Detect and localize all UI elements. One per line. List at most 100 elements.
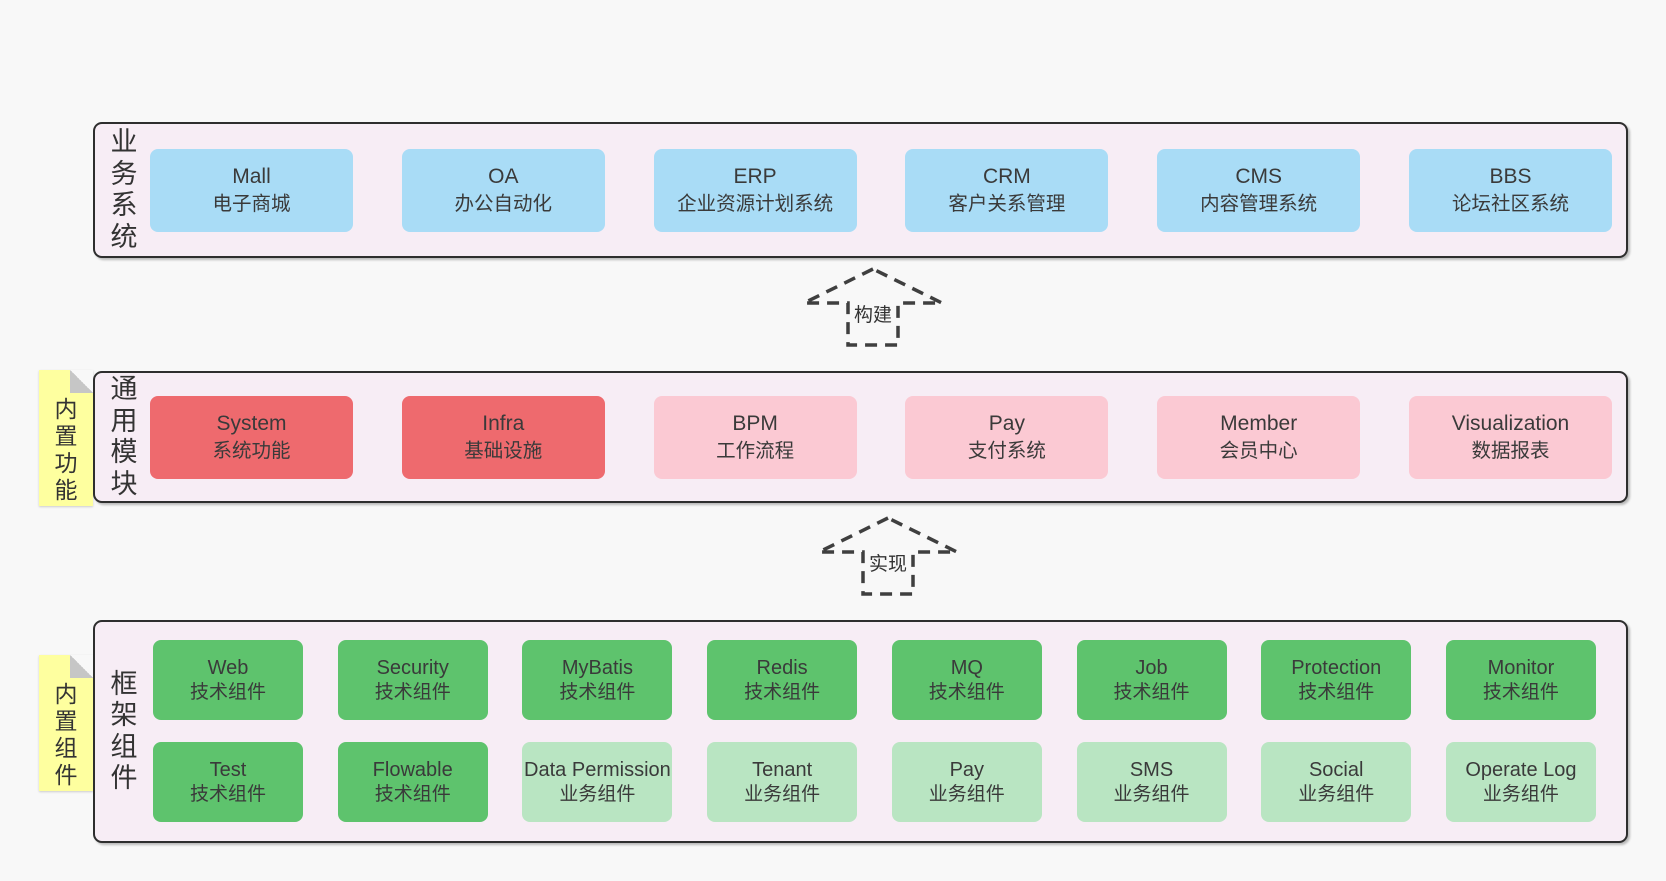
up-arrow-icon — [818, 516, 958, 596]
module-box-subtitle: 会员中心 — [1219, 440, 1298, 462]
module-box-subtitle: 技术组件 — [559, 681, 636, 703]
band-content: Mall 电子商城 OA 办公自动化 ERP 企业资源计划系统 CRM 客户关系管理 CMS 内容… — [150, 124, 1612, 256]
arrow-build: 构建 — [798, 266, 948, 348]
module-box-subtitle: 技术组件 — [928, 681, 1005, 703]
module-box-title: Monitor — [1487, 656, 1555, 679]
module-box-subtitle: 技术组件 — [374, 783, 451, 805]
module-box-oa: OA 办公自动化 — [401, 148, 605, 232]
module-box-title: MyBatis — [561, 656, 633, 679]
module-box-title: Protection — [1291, 656, 1382, 679]
module-box-crm: CRM 客户关系管理 — [905, 148, 1109, 232]
module-box-title: Mall — [232, 164, 271, 188]
band-content: System 系统功能 Infra 基础设施 BPM 工作流程 Pay 支付系统 Member 会… — [150, 373, 1612, 501]
module-box-subtitle: 技术组件 — [374, 681, 451, 703]
module-box-subtitle: 技术组件 — [744, 681, 821, 703]
module-box-erp: ERP 企业资源计划系统 — [653, 148, 857, 232]
arrow-implement-label: 实现 — [865, 548, 911, 577]
module-box-title: Tenant — [752, 758, 813, 781]
module-box-subtitle: 业务组件 — [1113, 783, 1190, 805]
module-box-mall: Mall 电子商城 — [150, 148, 353, 232]
module-box-subtitle: 企业资源计划系统 — [677, 193, 834, 215]
module-box-title: Job — [1135, 656, 1168, 679]
module-box-subtitle: 数据报表 — [1471, 440, 1550, 462]
module-box-subtitle: 客户关系管理 — [948, 193, 1066, 215]
module-box-title: Visualization — [1451, 411, 1570, 435]
module-box-subtitle: 业务组件 — [744, 783, 821, 805]
module-box-title: Test — [209, 758, 247, 781]
module-box-title: System — [216, 411, 287, 435]
module-box-title: Infra — [482, 411, 525, 435]
module-box-title: Pay — [988, 411, 1025, 435]
module-box-subtitle: 技术组件 — [189, 681, 266, 703]
arrow-implement: 实现 — [813, 515, 963, 597]
sticky-note-builtin-features: 内置功能 — [39, 370, 93, 506]
module-box-subtitle: 基础设施 — [464, 440, 543, 462]
module-box-subtitle: 支付系统 — [967, 440, 1046, 462]
module-box-subtitle: 技术组件 — [1113, 681, 1190, 703]
module-box-title: CRM — [982, 164, 1031, 188]
module-box-subtitle: 业务组件 — [559, 783, 636, 805]
module-box-title: SMS — [1129, 758, 1174, 781]
arrow-build-label: 构建 — [850, 299, 896, 328]
folded-corner-icon — [70, 655, 93, 678]
module-box-title: Redis — [756, 656, 808, 679]
module-box-title: CMS — [1235, 164, 1283, 188]
module-box-title: MQ — [950, 656, 983, 679]
module-box-subtitle: 电子商城 — [212, 193, 291, 215]
module-box-subtitle: 业务组件 — [928, 783, 1005, 805]
module-box-title: Security — [376, 656, 449, 679]
module-box-visualization: Visualization 数据报表 — [1408, 395, 1612, 479]
up-arrow-icon — [803, 267, 943, 347]
module-box-title: BBS — [1489, 164, 1532, 188]
module-box-bbs: BBS 论坛社区系统 — [1408, 148, 1612, 232]
module-box-subtitle: 技术组件 — [1298, 681, 1375, 703]
module-box-title: Flowable — [372, 758, 453, 781]
module-box-pay: Pay 支付系统 — [905, 395, 1109, 479]
band-label-business-systems: 业务系统 — [110, 126, 138, 252]
band-business-systems: 业务系统 Mall 电子商城 OA 办公自动化 ERP 企业资源计划系统 CRM 客户关系管理… — [93, 122, 1628, 258]
module-box-subtitle: 办公自动化 — [454, 193, 553, 215]
module-box-title: Operate Log — [1465, 758, 1577, 781]
module-box-subtitle: 系统功能 — [212, 440, 291, 462]
module-box-subtitle: 论坛社区系统 — [1451, 193, 1569, 215]
module-box-subtitle: 内容管理系统 — [1200, 193, 1318, 215]
module-box-title: Social — [1308, 758, 1364, 781]
band-common-modules: 通用模块 System 系统功能 Infra 基础设施 BPM 工作流程 Pay 支付系统 Me… — [93, 371, 1628, 503]
sticky-note-builtin-components: 内置组件 — [39, 655, 93, 791]
module-box-bpm: BPM 工作流程 — [653, 395, 857, 479]
module-box-subtitle: 工作流程 — [716, 440, 795, 462]
module-box-title: Member — [1220, 411, 1298, 435]
module-box-title: BPM — [732, 411, 778, 435]
module-box-title: ERP — [733, 164, 777, 188]
module-box-title: Data Permission — [524, 758, 671, 781]
sticky-note-label: 内置组件 — [54, 681, 78, 788]
module-box-subtitle: 业务组件 — [1482, 783, 1559, 805]
band-label-common-modules: 通用模块 — [110, 373, 138, 499]
module-box-subtitle: 技术组件 — [189, 783, 266, 805]
sticky-note-label: 内置功能 — [54, 396, 78, 503]
module-box-cms: CMS 内容管理系统 — [1157, 148, 1361, 232]
module-box-title: OA — [488, 164, 519, 188]
band-label-framework-components: 框架组件 — [110, 668, 138, 794]
module-box-system: System 系统功能 — [150, 395, 353, 479]
